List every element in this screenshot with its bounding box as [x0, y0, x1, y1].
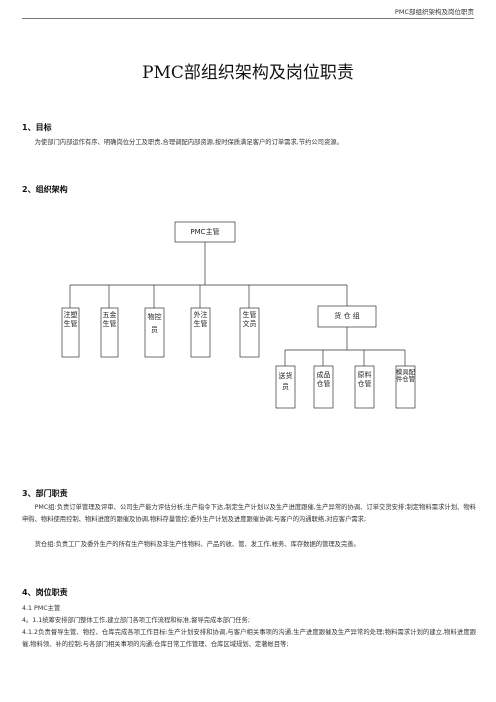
section-goal-text: 为使部门内部运作有序、明确岗位分工及职责,合理调配内部资源,按时保质满足客户的订…: [34, 139, 343, 146]
org-box-mold-parts: 模具配件仓管: [396, 369, 415, 383]
org-warehouse-group: 货 仓 组: [334, 312, 360, 320]
header-rule: [22, 18, 474, 19]
post-duty-4-1-2: 4.1.2负责督导生管、物控、仓库完成各项工作目标:生产计划安排和协调,与客户相…: [22, 629, 476, 648]
running-header: PMC部组织架构及岗位职责: [394, 8, 474, 16]
section-posts-heading: 4、岗位职责: [22, 588, 68, 597]
duties-warehouse-group: 货仓组:负责工厂及委外生产的所有生产物料及非生产性物料、产品的收、管、发工作,帐…: [34, 541, 360, 548]
org-box-injection-pc: 注塑生管: [63, 311, 78, 328]
org-box-raw-material: 原料仓管: [357, 371, 372, 388]
org-top-box: PMC主管: [190, 228, 220, 236]
post-pmc-supervisor: 4.1 PMC主管: [22, 605, 61, 612]
section-duties-heading: 3、部门职责: [22, 489, 68, 498]
section-org-heading: 2、组织架构: [22, 185, 68, 194]
org-box-pc-clerk: 生管文员: [242, 311, 257, 328]
section-goal-heading: 1、目标: [22, 123, 52, 132]
org-box-delivery: 送货员: [278, 372, 293, 391]
org-box-outsourcing-pc: 外注生管: [193, 311, 208, 328]
org-box-hardware-pc: 五金生管: [102, 311, 117, 328]
document-title: PMC部组织架构及岗位职责: [142, 63, 354, 83]
org-box-material-controller: 物控员: [147, 313, 162, 334]
duties-pmc-group: PMC组:负责订单管理及评审、公司生产能力评估分析;生产指令下达,制定生产计划以…: [22, 504, 476, 523]
org-box-finished-goods: 成品仓管: [316, 371, 331, 388]
post-duty-4-1-1: 4。1.1统筹安排部门整体工作,建立部门各项工作流程和标准,督导完成本部门任务;: [22, 617, 250, 624]
